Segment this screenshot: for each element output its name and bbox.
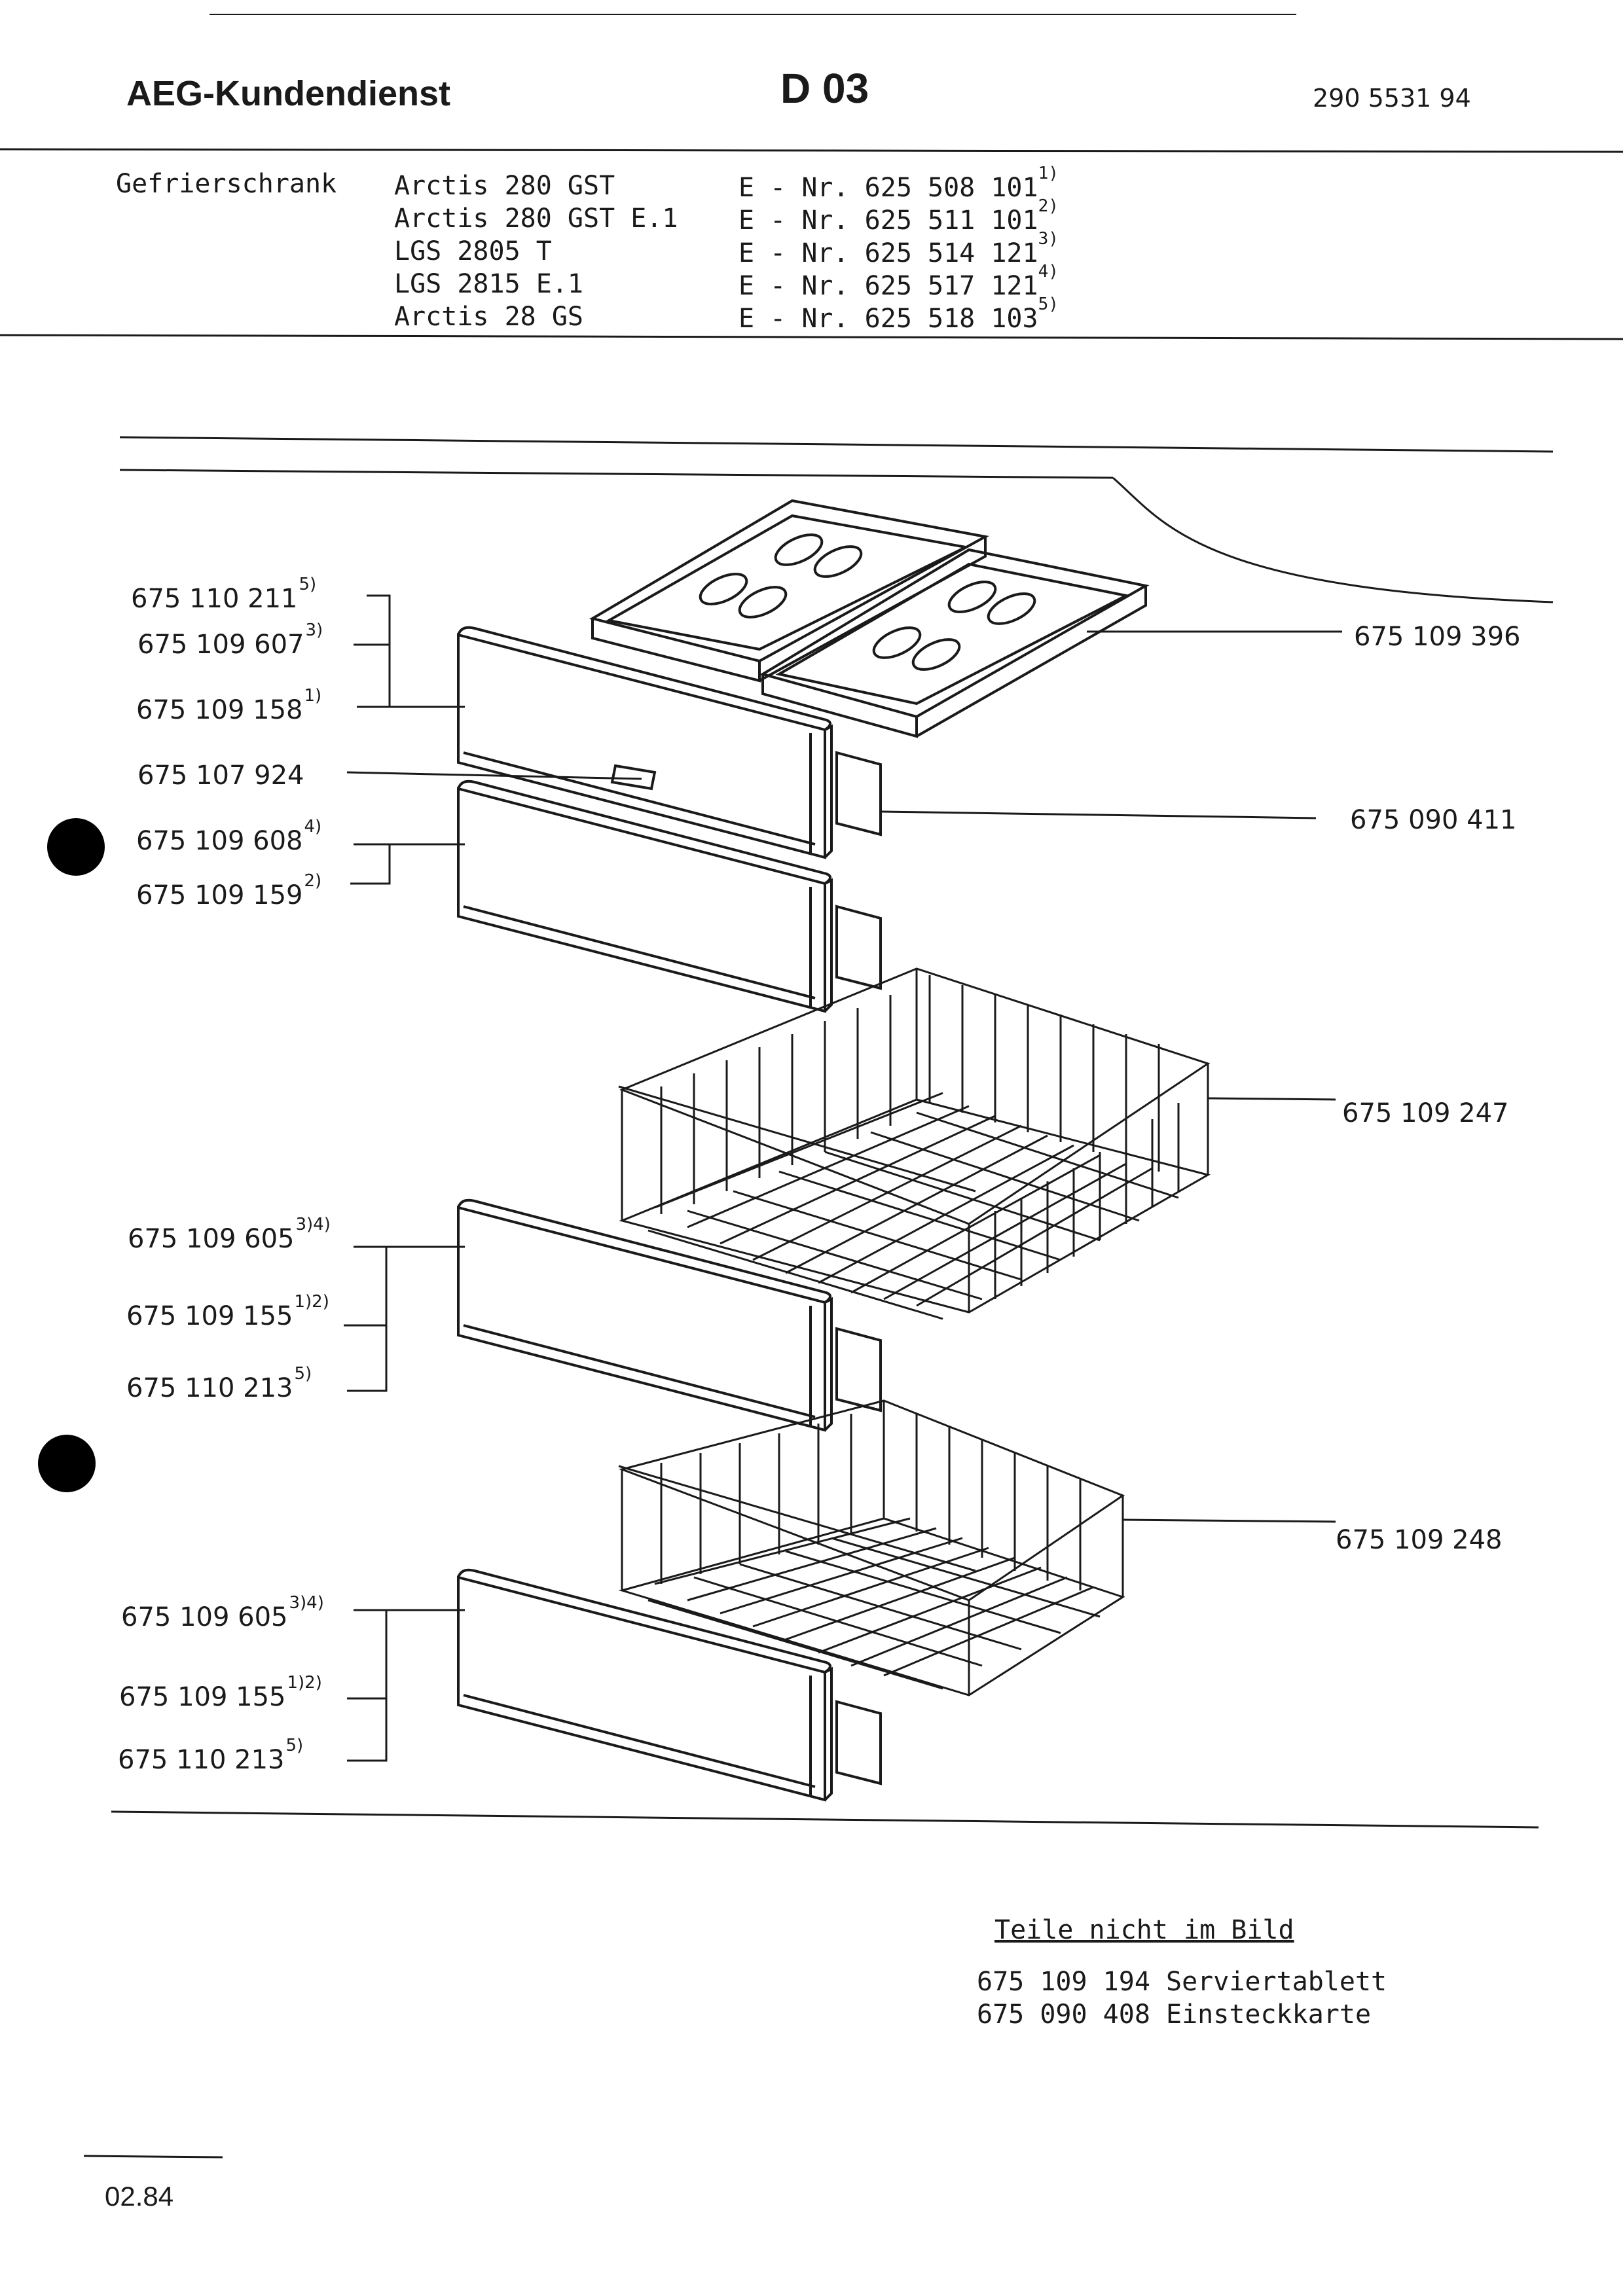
model-name: LGS 2805 T xyxy=(394,236,552,266)
part-label: 675 107 924 xyxy=(137,761,304,791)
part-label: 675 090 411 xyxy=(1350,805,1517,835)
part-label: 675 110 2135) xyxy=(126,1364,312,1403)
part-label: 675 109 396 xyxy=(1354,622,1521,652)
leader-lines xyxy=(344,594,1342,1762)
part-label: 675 109 1551)2) xyxy=(119,1673,322,1712)
part-label: 675 109 1581) xyxy=(136,686,322,725)
appliance-category: Gefrierschrank xyxy=(116,169,337,199)
part-label: 675 109 6084) xyxy=(136,817,322,856)
part-label: 675 109 248 xyxy=(1336,1525,1503,1555)
model-enr: E - Nr. 625 517 1214) xyxy=(739,262,1059,301)
part-label: 675 109 1592) xyxy=(136,871,322,910)
punch-hole xyxy=(38,1435,96,1492)
part-label: 675 110 2135) xyxy=(118,1736,304,1775)
part-label: 675 109 6073) xyxy=(137,620,323,660)
flap-middle-drawing xyxy=(457,780,882,1013)
not-shown-heading: Teile nicht im Bild xyxy=(994,1915,1294,1945)
model-enr: E - Nr. 625 511 1012) xyxy=(739,196,1059,236)
ice-trays-drawing xyxy=(589,499,1150,738)
model-enr: E - Nr. 625 518 1035) xyxy=(739,295,1059,334)
model-enr: E - Nr. 625 514 1213) xyxy=(739,229,1059,268)
part-label: 675 109 1551)2) xyxy=(126,1292,329,1331)
part-label: 675 109 6053)4) xyxy=(128,1215,331,1254)
page-code: D 03 xyxy=(780,65,869,112)
service-title: AEG-Kundendienst xyxy=(126,74,450,113)
not-shown-item: 675 090 408 Einsteckkarte xyxy=(977,2000,1372,2030)
flap-bottom-drawing xyxy=(457,1568,882,1802)
model-enr: E - Nr. 625 508 1011) xyxy=(739,164,1059,203)
punch-hole xyxy=(47,818,105,876)
not-shown-item: 675 109 194 Serviertablett xyxy=(977,1967,1387,1997)
flap-upper-drawing xyxy=(457,626,882,859)
flap-lower-drawing xyxy=(457,1198,882,1432)
document-number: 290 5531 94 xyxy=(1313,84,1471,113)
model-name: Arctis 28 GS xyxy=(394,302,583,332)
model-name: LGS 2815 E.1 xyxy=(394,269,583,299)
model-name: Arctis 280 GST E.1 xyxy=(394,204,678,234)
revision-date: 02.84 xyxy=(105,2181,174,2212)
part-label: 675 109 247 xyxy=(1342,1098,1509,1128)
part-label: 675 110 2115) xyxy=(131,575,317,614)
basket-upper-drawing xyxy=(618,967,1211,1320)
model-name: Arctis 280 GST xyxy=(394,171,615,201)
basket-lower-drawing xyxy=(618,1399,1125,1696)
part-label: 675 109 6053)4) xyxy=(121,1593,324,1632)
